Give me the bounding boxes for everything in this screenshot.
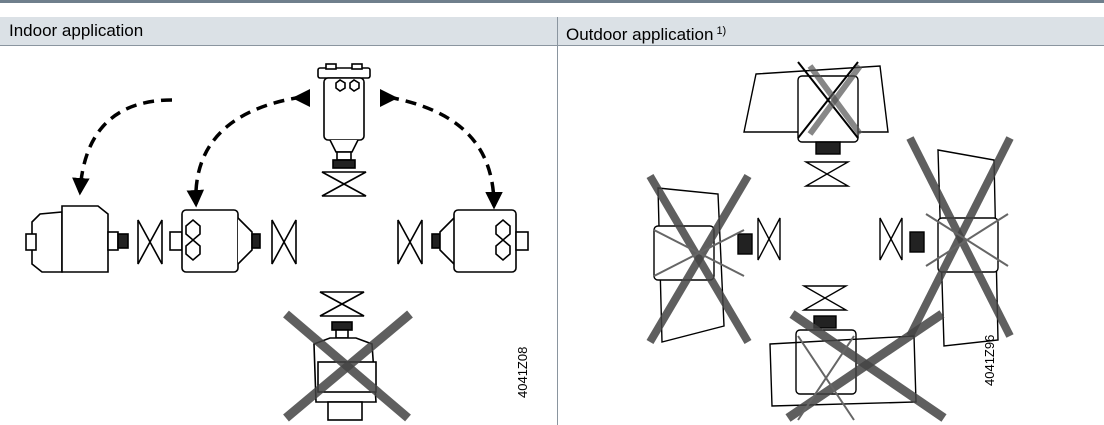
header-row — [0, 17, 1104, 45]
actuator-horizontal-right-icon — [397, 209, 529, 273]
top-rule — [0, 0, 1104, 3]
prohibited-cross-right — [906, 136, 1014, 338]
footnote-marker: 1) — [716, 25, 727, 37]
prohibited-cross-top — [807, 64, 863, 136]
outdoor-figure: 4041Z96 — [558, 46, 1104, 425]
figure-code-indoor: 4041Z08 — [515, 347, 530, 398]
actuator-horizontal-left-icon — [25, 205, 163, 273]
header-rule — [0, 45, 1104, 46]
indoor-mounting-diagram: 4041Z08 — [25, 63, 530, 422]
prohibited-cross-bottom — [785, 310, 947, 422]
indoor-figure: 4041Z08 — [0, 46, 557, 425]
prohibited-cross-left-small — [653, 229, 745, 277]
actuator-upright-icon — [317, 63, 371, 197]
weather-shield-bottom-icon — [769, 285, 917, 407]
actuator-horizontal-front-icon — [169, 209, 297, 273]
prohibited-cross-left — [646, 173, 752, 345]
prohibited-cross-bottom-small — [797, 335, 855, 421]
prohibited-cross-icon — [283, 310, 413, 422]
outdoor-mounting-diagram: 4041Z96 — [646, 61, 1014, 422]
column-header-outdoor-label: Outdoor application — [566, 25, 714, 44]
figure-code-outdoor: 4041Z96 — [982, 335, 997, 386]
orientation-arrows — [72, 95, 503, 210]
prohibited-cross-right-small — [925, 213, 1009, 267]
column-divider — [557, 17, 558, 425]
column-header-indoor: Indoor application — [9, 21, 144, 40]
